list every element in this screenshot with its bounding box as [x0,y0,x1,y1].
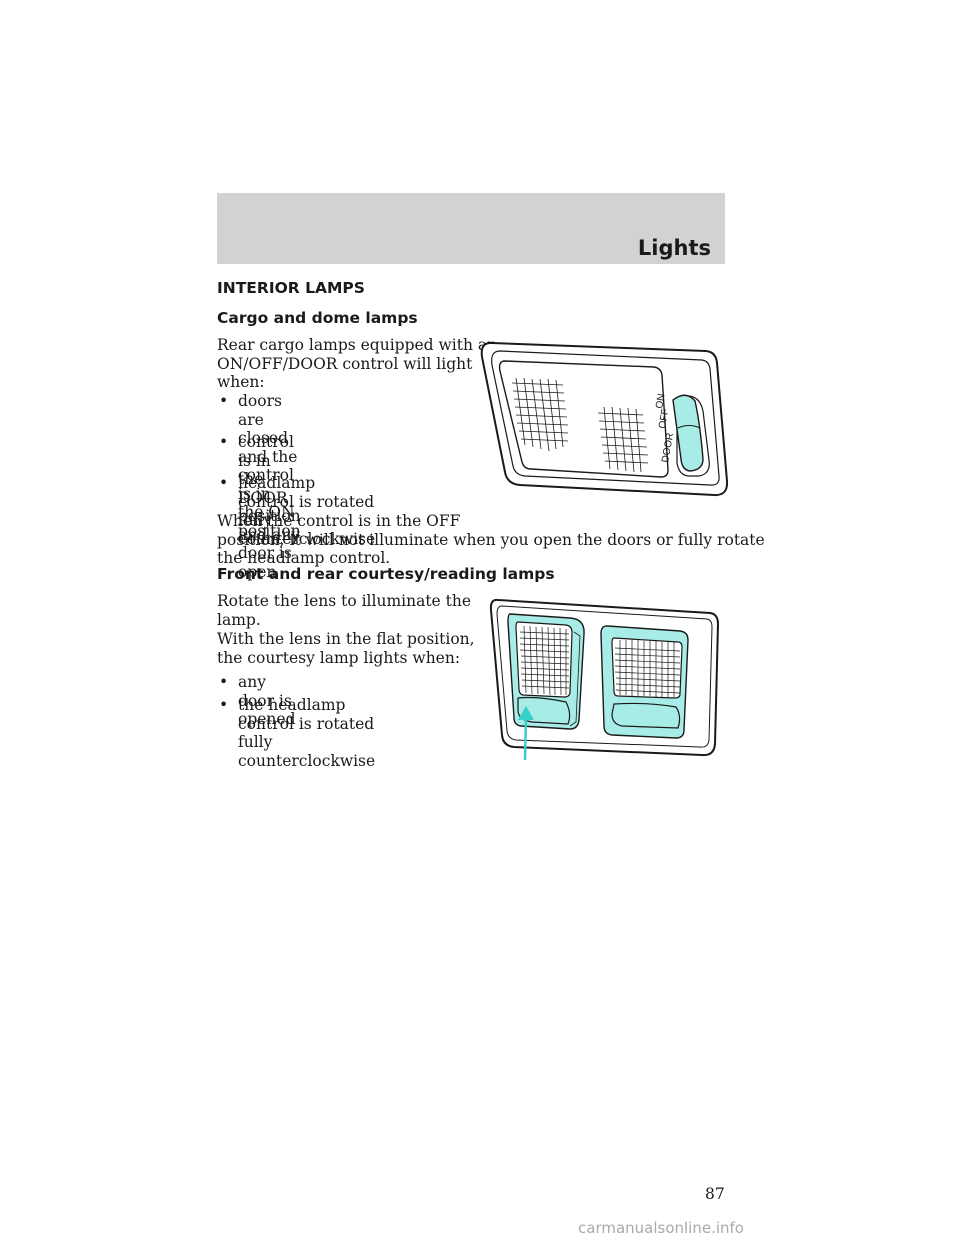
courtesy-lamp-illustration [489,598,720,761]
bullet-line: doors are closed and the control [238,392,298,484]
flat-line: With the lens in the flat position, [217,630,475,648]
page-number: 87 [705,1185,725,1203]
cargo-switch-ridge [677,425,701,429]
cargo-switch-rocker [672,394,704,472]
bullet-text: headlamp control is rotated fully counte… [238,474,375,548]
bullet-dot: • [219,673,229,691]
bullet-text: the headlamp control is rotated fully co… [238,696,375,770]
bullet-text: any door is opened [238,673,296,729]
heading-interior-lamps: INTERIOR LAMPS [217,279,365,297]
bullet-dot: • [219,696,229,714]
off-line: the headlamp control. [217,549,391,567]
cargo-lamp-lens [498,360,669,478]
courtesy-flat-paragraph: With the lens in the flat position, the … [217,630,475,667]
bullet-line: control is in the DOOR position [238,433,301,525]
switch-label-on: ON [654,393,667,410]
cargo-lamp-inner-rim [491,350,720,486]
section-title: Lights [637,236,711,260]
bullet-dot: • [219,392,229,410]
flat-line: the courtesy lamp lights when: [217,648,461,667]
cargo-intro-line: when: [217,373,265,391]
cargo-lamp-grid-right [597,406,649,473]
cargo-off-paragraph: When the control is in the OFF position,… [217,512,765,568]
cargo-intro-line: ON/OFF/DOOR control will light [217,354,473,373]
header-band: Lights [217,193,725,264]
bullet-dot: • [219,474,229,492]
switch-label-door: DOOR [660,432,676,463]
courtesy-rotate-arrow-icon [518,706,534,761]
cargo-lamp-grid-left [511,377,569,452]
bullet-line: is in the ON position [238,484,301,540]
bullet-line: the headlamp control is rotated [238,696,375,733]
cargo-intro-line: Rear cargo lamps equipped with an [217,336,498,354]
bullet-line: fully counterclockwise [238,733,376,770]
watermark: carmanualsonline.info [578,1219,744,1237]
bullet-line: and any door is open [238,525,301,581]
rotate-line: Rotate the lens to illuminate the [217,592,472,610]
bullet-text: doors are closed and the control is in t… [238,392,301,540]
cargo-lamp-illustration: DOOR OFF ON [480,341,729,497]
off-line: position, it will not illuminate when yo… [217,530,765,549]
bullet-line: any door is opened [238,673,296,728]
courtesy-right-lamp [600,625,689,739]
cargo-intro-paragraph: Rear cargo lamps equipped with an ON/OFF… [217,336,497,392]
rotate-line: lamp. [217,610,261,629]
courtesy-lamp-inner-frame [496,605,713,748]
bullet-dot: • [219,433,229,451]
courtesy-rotate-paragraph: Rotate the lens to illuminate the lamp. [217,592,471,629]
heading-courtesy-reading-lamps: Front and rear courtesy/reading lamps [217,565,555,583]
off-line: When the control is in the OFF [217,512,461,530]
bullet-line: counterclockwise [238,529,376,548]
courtesy-left-lamp [507,613,585,730]
bullet-line: headlamp control is rotated fully [238,474,375,529]
heading-cargo-dome-lamps: Cargo and dome lamps [217,309,418,327]
switch-label-off: OFF [657,408,671,430]
bullet-text: control is in the DOOR position and any … [238,433,301,581]
